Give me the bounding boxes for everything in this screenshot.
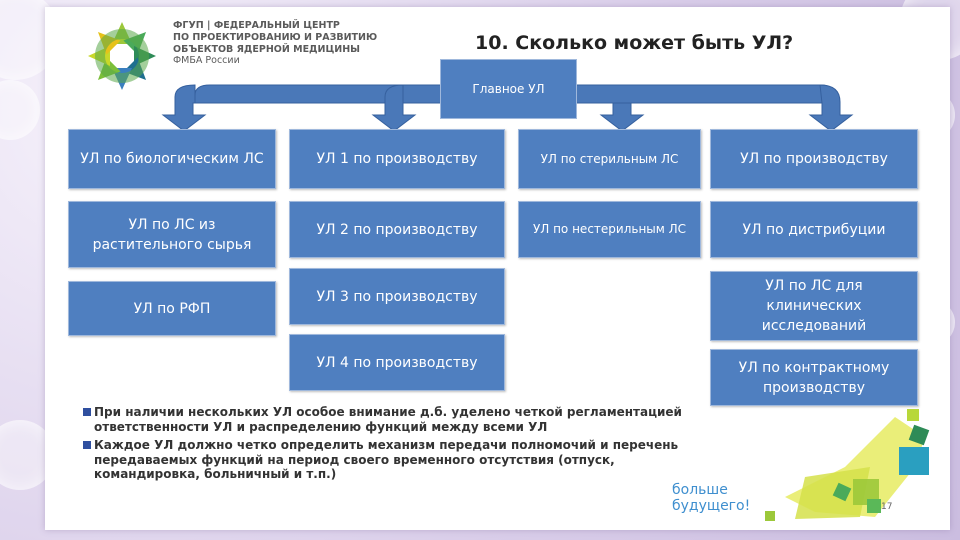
bullet-text: При наличии нескольких УЛ особое внимани… (94, 405, 682, 434)
decorative-squares-icon (765, 409, 930, 521)
org-line: ФГУП | ФЕДЕРАЛЬНЫЙ ЦЕНТР (173, 20, 340, 31)
box-production-4: УЛ 4 по производству (289, 334, 505, 391)
main-box: Главное УЛ (440, 59, 577, 119)
organization-name: ФГУП | ФЕДЕРАЛЬНЫЙ ЦЕНТР ПО ПРОЕКТИРОВАН… (173, 20, 473, 67)
arrow-down-right (808, 84, 854, 132)
slide-title: 10. Сколько может быть УЛ? (475, 32, 794, 54)
org-line: ФМБА России (173, 55, 240, 67)
box-clinical: УЛ по ЛС для клинических исследований (710, 271, 918, 341)
slide: ФГУП | ФЕДЕРАЛЬНЫЙ ЦЕНТР ПО ПРОЕКТИРОВАН… (45, 7, 950, 530)
bullet-square-icon (83, 408, 91, 416)
box-contract: УЛ по контрактному производству (710, 349, 918, 406)
slogan-line: больше (672, 482, 728, 498)
logo-icon (88, 22, 156, 90)
org-line: ПО ПРОЕКТИРОВАНИЮ И РАЗВИТИЮ (173, 31, 378, 43)
box-production: УЛ по производству (710, 129, 918, 189)
slogan: больше будущего! (672, 482, 750, 514)
box-production-2: УЛ 2 по производству (289, 201, 505, 258)
box-herbal: УЛ по ЛС из растительного сырья (68, 201, 276, 268)
bullet-text: Каждое УЛ должно четко определить механи… (94, 438, 679, 482)
arrow-down-second (371, 84, 417, 132)
box-rfp: УЛ по РФП (68, 281, 276, 336)
box-sterile: УЛ по стерильным ЛС (518, 129, 701, 189)
bullet-square-icon (83, 441, 91, 450)
org-line: ОБЪЕКТОВ ЯДЕРНОЙ МЕДИЦИНЫ (173, 43, 361, 55)
arrows (161, 84, 854, 132)
slogan-line: будущего! (672, 498, 751, 514)
page-number: 17 (881, 502, 893, 512)
box-distribution: УЛ по дистрибуции (710, 201, 918, 258)
bullet-item: Каждое УЛ должно четко определить механи… (83, 438, 703, 482)
bullet-item: При наличии нескольких УЛ особое внимани… (83, 405, 703, 434)
box-nonsterile: УЛ по нестерильным ЛС (518, 201, 701, 258)
box-biological: УЛ по биологическим ЛС (68, 129, 276, 189)
bullet-list: При наличии нескольких УЛ особое внимани… (83, 405, 703, 486)
background-bubble (0, 80, 40, 140)
box-production-3: УЛ 3 по производству (289, 268, 505, 325)
box-production-1: УЛ 1 по производству (289, 129, 505, 189)
arrow-down-third (599, 102, 645, 132)
